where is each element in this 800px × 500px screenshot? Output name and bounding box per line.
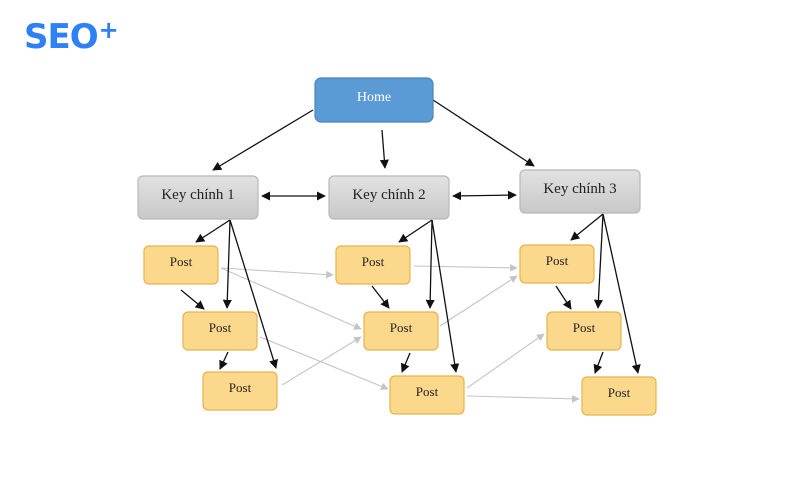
hierarchy-arrow <box>212 109 314 171</box>
post-node: Post <box>581 376 657 416</box>
hierarchy-arrow <box>431 219 460 373</box>
cross-link-arrows <box>220 264 580 403</box>
hierarchy-arrow <box>219 351 229 370</box>
post-node-label: Post <box>608 385 631 400</box>
post-node: Post <box>143 245 219 285</box>
hierarchy-arrow <box>602 213 641 374</box>
hierarchy-arrow <box>398 219 433 243</box>
hierarchy-arrows <box>180 99 641 374</box>
hierarchy-arrow <box>593 213 604 309</box>
post-node-box <box>182 311 258 351</box>
key-node-3: Key chính 3 <box>519 169 641 214</box>
hierarchy-arrow <box>379 129 389 169</box>
post-node-label: Post <box>170 254 193 269</box>
post-node-label: Post <box>209 320 232 335</box>
post-node-box <box>581 376 657 416</box>
hierarchy-arrow <box>229 219 278 369</box>
post-node: Post <box>519 244 595 284</box>
key-node-1: Key chính 1 <box>137 175 259 220</box>
cross-link-arrow <box>466 333 545 389</box>
post-node-box <box>363 311 439 351</box>
post-node-box <box>202 371 278 411</box>
cross-link-arrow <box>220 267 334 279</box>
bidirectional-arrow <box>452 190 517 201</box>
key-node-2-label: Key chính 2 <box>352 187 425 203</box>
key-node-1-label: Key chính 1 <box>161 187 234 203</box>
cross-link-arrow <box>220 267 362 330</box>
post-node-label: Post <box>546 253 569 268</box>
post-node-label: Post <box>362 254 385 269</box>
cross-link-arrow <box>439 275 518 327</box>
cross-link-arrow <box>466 394 580 403</box>
home-node-label: Home <box>357 90 391 105</box>
hierarchy-arrow <box>180 289 205 310</box>
key-node-1-box <box>137 175 259 220</box>
hierarchy-arrow <box>570 213 604 241</box>
key-node-3-label: Key chính 3 <box>543 181 616 197</box>
post-node-box <box>389 375 465 415</box>
cross-link-arrow <box>281 336 362 386</box>
hierarchy-arrow <box>432 99 535 167</box>
key-node-2: Key chính 2 <box>328 175 450 220</box>
post-node: Post <box>363 311 439 351</box>
post-node-label: Post <box>229 380 252 395</box>
hierarchy-arrow <box>371 285 390 309</box>
hierarchy-arrow <box>555 285 572 310</box>
post-node-box <box>335 245 411 285</box>
post-node-box <box>143 245 219 285</box>
post-node: Post <box>182 311 258 351</box>
seo-plus-logo: SEO + <box>24 12 119 62</box>
hierarchy-arrow <box>425 219 435 309</box>
key-node-3-box <box>519 169 641 214</box>
post-node: Post <box>335 245 411 285</box>
post-node: Post <box>546 311 622 351</box>
home-node: Home <box>314 77 434 123</box>
logo-text: SEO <box>24 17 99 57</box>
hierarchy-arrow <box>593 351 604 374</box>
hierarchy-arrow <box>222 219 232 309</box>
hierarchy-arrow <box>400 352 411 373</box>
post-node-label: Post <box>416 384 439 399</box>
key-node-2-box <box>328 175 450 220</box>
logo-superscript: + <box>98 16 119 44</box>
post-node-label: Post <box>390 320 413 335</box>
post-node-label: Post <box>573 320 596 335</box>
post-node-box <box>546 311 622 351</box>
hierarchy-arrow <box>195 219 231 243</box>
cross-link-arrow <box>413 264 518 272</box>
home-node-box <box>314 77 434 123</box>
cross-link-arrow <box>259 336 389 390</box>
post-node: Post <box>202 371 278 411</box>
post-node: Post <box>389 375 465 415</box>
post-node-box <box>519 244 595 284</box>
